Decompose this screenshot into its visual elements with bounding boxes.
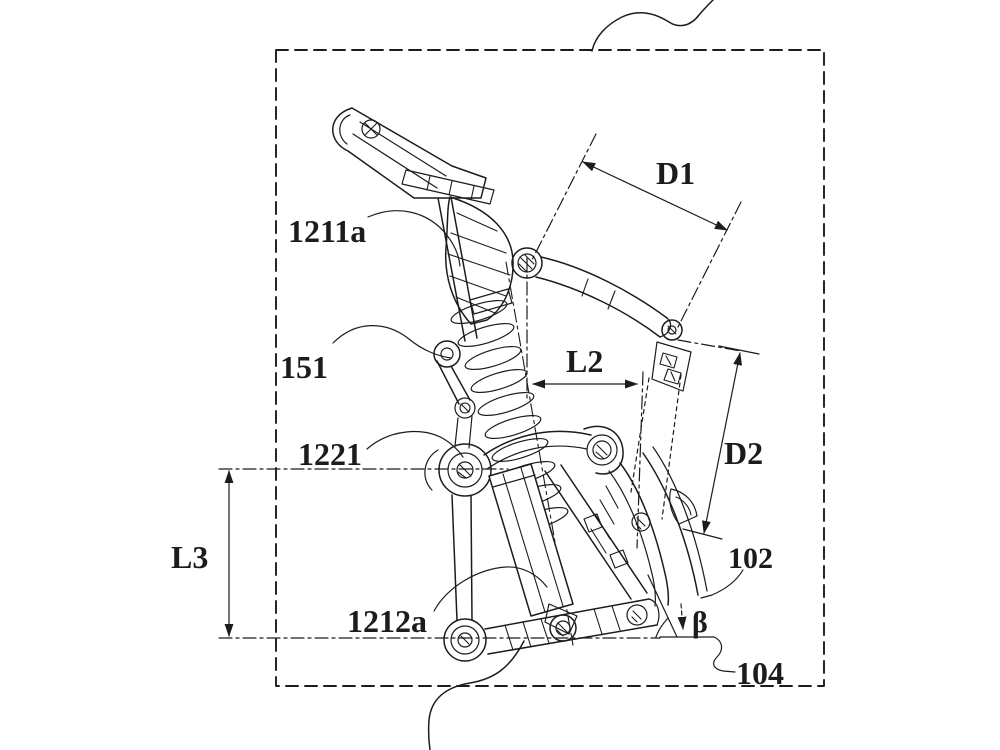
leader-1221	[366, 430, 464, 458]
bellcrank-pivot-drawing	[424, 443, 492, 621]
dimension-L3	[218, 468, 715, 639]
label-D2: D2	[724, 435, 763, 471]
angle-beta-annotation	[647, 574, 687, 638]
dimension-L2	[526, 257, 644, 549]
top-arm-drawing	[332, 107, 495, 205]
label-1221: 1221	[298, 436, 362, 472]
label-1212a: 1212a	[347, 603, 427, 639]
leader-102	[700, 569, 744, 599]
label-1211a: 1211a	[288, 213, 366, 249]
label-L3: L3	[171, 539, 208, 575]
bottom-squiggle-line	[427, 640, 525, 750]
leader-1212a	[433, 566, 548, 612]
label-104: 104	[736, 655, 784, 691]
label-102: 102	[728, 542, 773, 575]
dashed-boundary-box	[275, 49, 825, 687]
shock-absorber-drawing	[450, 261, 578, 646]
curved-band-drawing	[444, 196, 514, 325]
label-beta: β	[692, 606, 708, 639]
label-151: 151	[280, 349, 328, 385]
leader-lines	[332, 210, 744, 673]
frame-plate-drawing	[483, 374, 708, 626]
label-L2: L2	[566, 343, 603, 379]
leader-151	[332, 325, 452, 359]
label-D1: D1	[656, 155, 695, 191]
leader-1211a	[367, 210, 461, 267]
pushrod-strut-drawing	[437, 196, 478, 342]
dimension-D1	[531, 133, 742, 328]
upper-link-drawing	[535, 256, 692, 392]
leader-104	[713, 636, 736, 673]
top-squiggle-line	[591, 0, 714, 52]
small-link-151-drawing	[433, 340, 476, 449]
figure-labels: 1211a 151 1221 L3 1212a L2 D1 D2 102 β 1…	[171, 155, 784, 691]
mechanism-drawing	[332, 107, 708, 662]
dimension-annotations	[218, 133, 760, 639]
dimension-D2	[677, 339, 760, 540]
